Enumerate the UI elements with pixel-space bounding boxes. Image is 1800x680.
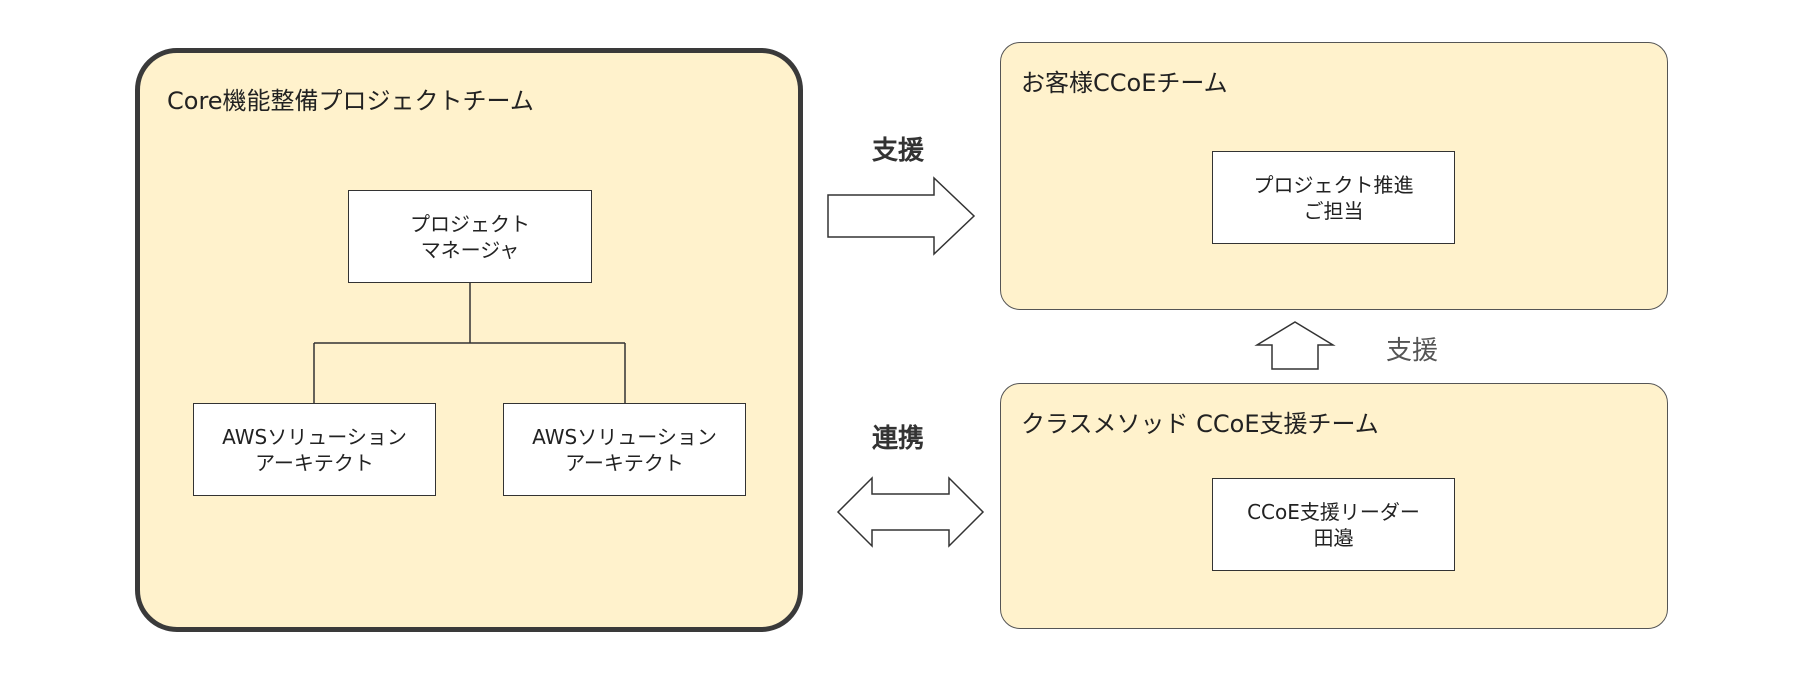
aws-solutions-architect-label-2: AWSソリューション アーキテクト xyxy=(532,424,717,475)
support-up-arrow-shape xyxy=(1254,321,1336,370)
project-promotion-label: プロジェクト推進 ご担当 xyxy=(1253,172,1414,223)
project-manager-box: プロジェクト マネージャ xyxy=(348,190,592,283)
collaboration-arrow-label: 連携 xyxy=(872,424,925,454)
aws-solutions-architect-label-1: AWSソリューション アーキテクト xyxy=(222,424,407,475)
collaboration-double-arrow-shape xyxy=(836,476,985,548)
aws-solutions-architect-box-2: AWSソリューション アーキテクト xyxy=(503,403,746,496)
support-right-arrow-shape xyxy=(827,176,976,256)
ccoe-support-leader-box: CCoE支援リーダー 田邉 xyxy=(1212,478,1455,571)
ccoe-support-leader-label: CCoE支援リーダー 田邉 xyxy=(1247,499,1420,550)
core-team-title: Core機能整備プロジェクトチーム xyxy=(167,87,534,115)
customer-team-title: お客様CCoEチーム xyxy=(1021,69,1228,97)
core-project-team: Core機能整備プロジェクトチーム xyxy=(135,48,803,632)
aws-solutions-architect-box-1: AWSソリューション アーキテクト xyxy=(193,403,436,496)
support-arrow-label: 支援 xyxy=(872,136,925,166)
classmethod-team-title: クラスメソッド CCoE支援チーム xyxy=(1021,410,1379,438)
project-manager-label: プロジェクト マネージャ xyxy=(410,211,530,262)
project-promotion-box: プロジェクト推進 ご担当 xyxy=(1212,151,1455,244)
support-up-arrow-label: 支援 xyxy=(1386,336,1439,366)
